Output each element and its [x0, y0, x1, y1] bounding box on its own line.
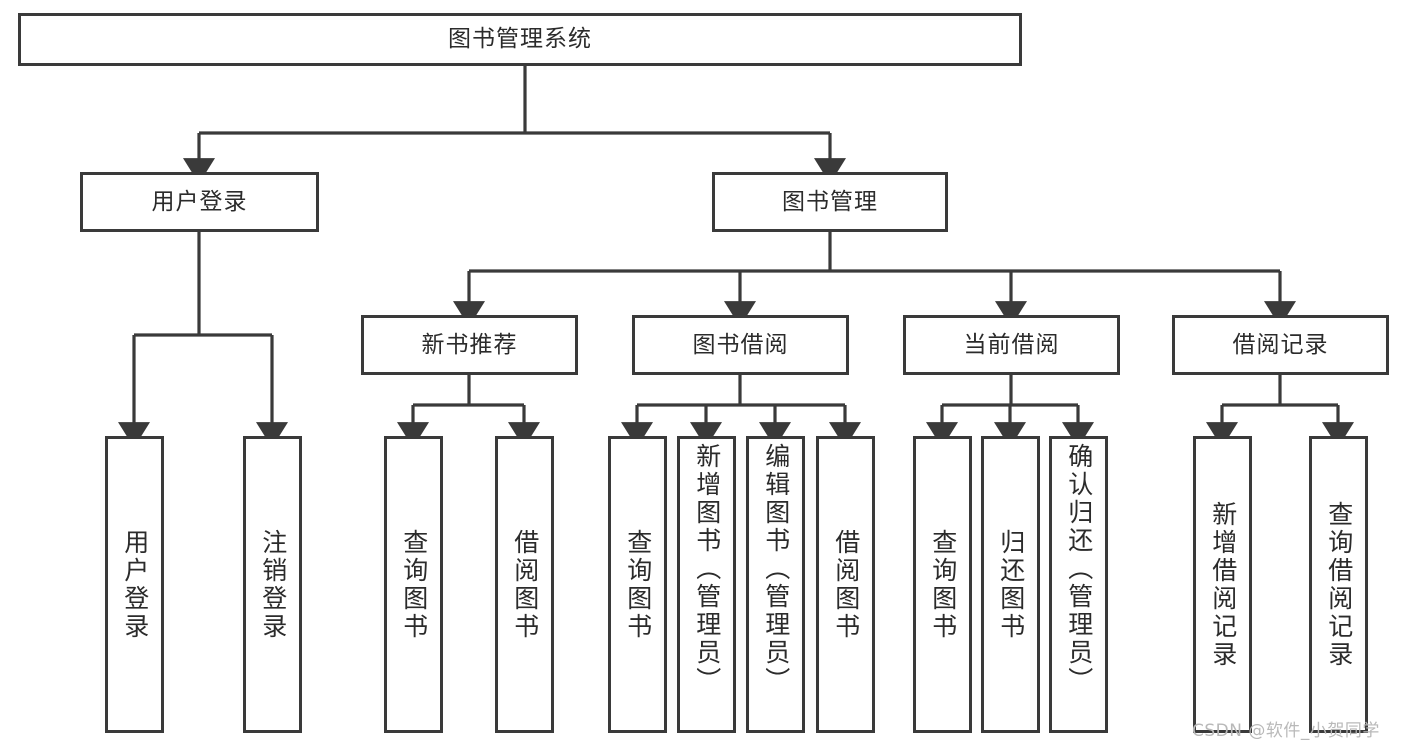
leaf-add-borrow-record[interactable]: 新增借阅记录 — [1193, 436, 1252, 733]
node-user-login[interactable]: 用户登录 — [80, 172, 319, 232]
leaf-logout-login-label: 注销登录 — [258, 528, 288, 641]
node-new-book-recommend-label: 新书推荐 — [421, 331, 518, 358]
node-root-system-label: 图书管理系统 — [448, 26, 592, 53]
node-user-login-label: 用户登录 — [151, 188, 248, 215]
leaf-query-borrow-record[interactable]: 查询借阅记录 — [1309, 436, 1368, 733]
node-current-borrow-label: 当前借阅 — [963, 331, 1060, 358]
node-root-system[interactable]: 图书管理系统 — [18, 13, 1022, 66]
leaf-user-login-label: 用户登录 — [120, 528, 150, 641]
leaf-edit-book-label: 编辑图书（管理员） — [761, 443, 791, 695]
leaf-query-book-1[interactable]: 查询图书 — [384, 436, 443, 733]
leaf-query-book-2-label: 查询图书 — [623, 528, 653, 641]
leaf-add-book[interactable]: 新增图书（管理员） — [677, 436, 736, 733]
leaf-edit-book[interactable]: 编辑图书（管理员） — [746, 436, 805, 733]
leaf-add-borrow-record-label: 新增借阅记录 — [1208, 500, 1238, 669]
node-book-borrow[interactable]: 图书借阅 — [632, 315, 849, 375]
node-borrow-record-label: 借阅记录 — [1232, 331, 1329, 358]
leaf-query-borrow-record-label: 查询借阅记录 — [1324, 500, 1354, 669]
leaf-query-book-1-label: 查询图书 — [399, 528, 429, 641]
csdn-watermark: CSDN @软件_小贺同学 — [1192, 721, 1380, 741]
leaf-query-book-2[interactable]: 查询图书 — [608, 436, 667, 733]
leaf-confirm-return[interactable]: 确认归还（管理员） — [1049, 436, 1108, 733]
leaf-confirm-return-label: 确认归还（管理员） — [1064, 443, 1094, 695]
node-current-borrow[interactable]: 当前借阅 — [903, 315, 1120, 375]
leaf-query-book-3-label: 查询图书 — [928, 528, 958, 641]
node-book-borrow-label: 图书借阅 — [692, 331, 789, 358]
leaf-query-book-3[interactable]: 查询图书 — [913, 436, 972, 733]
leaf-borrow-book-2[interactable]: 借阅图书 — [816, 436, 875, 733]
leaf-borrow-book-1-label: 借阅图书 — [510, 528, 540, 641]
node-borrow-record[interactable]: 借阅记录 — [1172, 315, 1389, 375]
node-book-management-label: 图书管理 — [782, 188, 878, 215]
leaf-user-login[interactable]: 用户登录 — [105, 436, 164, 733]
leaf-return-book[interactable]: 归还图书 — [981, 436, 1040, 733]
leaf-borrow-book-1[interactable]: 借阅图书 — [495, 436, 554, 733]
leaf-add-book-label: 新增图书（管理员） — [692, 443, 722, 695]
leaf-logout-login[interactable]: 注销登录 — [243, 436, 302, 733]
node-book-management[interactable]: 图书管理 — [712, 172, 948, 232]
leaf-borrow-book-2-label: 借阅图书 — [831, 528, 861, 641]
leaf-return-book-label: 归还图书 — [996, 528, 1026, 641]
node-new-book-recommend[interactable]: 新书推荐 — [361, 315, 578, 375]
